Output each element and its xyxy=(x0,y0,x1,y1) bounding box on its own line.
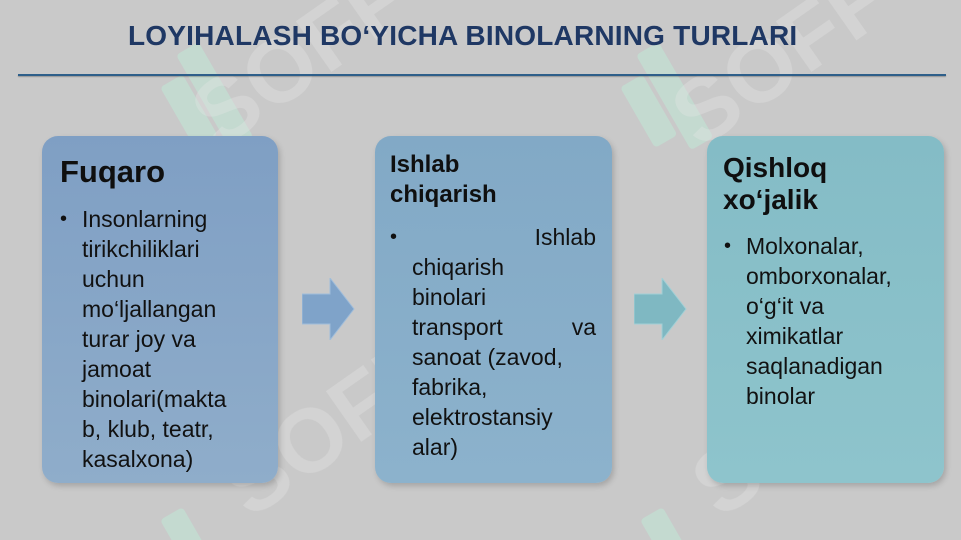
bullet-line: b, klub, teatr, xyxy=(82,416,214,442)
page-title: LOYIHALASH BO‘YICHA BINOLARNING TURLARI xyxy=(128,20,798,51)
bullet-line: binolari(makta xyxy=(82,386,227,412)
bullet-line: binolar xyxy=(746,383,816,409)
card-heading-line: Ishlab xyxy=(390,151,460,178)
bullet-line: alar) xyxy=(412,434,459,460)
bullet-line: sanoat (zavod, xyxy=(412,344,563,370)
card-heading-line: xo‘jalik xyxy=(723,184,818,215)
bullet-icon: • xyxy=(390,226,398,248)
bullet-icon: • xyxy=(60,208,68,230)
bullet-line: omborxonalar, xyxy=(746,263,892,289)
bullet-line: uchun xyxy=(82,266,145,292)
bullet-line: turar joy va xyxy=(82,326,196,352)
arrow-right-icon xyxy=(302,278,355,340)
card-heading: Fuqaro xyxy=(60,154,166,189)
bullet-item: • Ishlab chiqarish binolari transport va… xyxy=(390,222,596,462)
bullet-line: Ishlab xyxy=(534,224,596,250)
bullet-item: • Molxonalar, omborxonalar, o‘g‘it va xi… xyxy=(724,231,936,411)
bullet-line: kasalxona) xyxy=(82,446,194,472)
bullet-line: transport va xyxy=(412,314,596,340)
bullet-line: tirikchiliklari xyxy=(82,236,200,262)
card-ishlab-chiqarish: Ishlab chiqarish • Ishlab chiqarish bino… xyxy=(375,136,612,483)
card-heading-line: Qishloq xyxy=(723,152,828,183)
card-qishloq-xojalik: Qishloq xo‘jalik • Molxonalar, omborxona… xyxy=(707,136,944,483)
bullet-line: o‘g‘it va xyxy=(746,293,824,319)
bullet-line: jamoat xyxy=(82,356,152,382)
title-divider xyxy=(18,74,946,76)
card-fuqaro: Fuqaro • Insonlarning tirikchiliklari uc… xyxy=(42,136,278,483)
card-heading-line: chiqarish xyxy=(390,181,497,208)
card-heading: Qishloq xo‘jalik xyxy=(723,152,933,216)
card-bullet-list: • Ishlab chiqarish binolari transport va… xyxy=(390,222,596,462)
card-heading: Ishlab chiqarish xyxy=(390,150,590,210)
bullet-line: ximikatlar xyxy=(746,323,844,349)
bullet-line: binolari xyxy=(412,284,487,310)
bullet-line: fabrika, xyxy=(412,374,488,400)
bullet-item: • Insonlarning tirikchiliklari uchun mo‘… xyxy=(60,204,262,474)
bullet-line: elektrostansiy xyxy=(412,404,553,430)
bullet-line: saqlanadigan xyxy=(746,353,883,379)
bullet-line: mo‘ljallangan xyxy=(82,296,217,322)
bullet-line: Molxonalar, xyxy=(746,233,864,259)
bullet-icon: • xyxy=(724,235,732,257)
arrow-right-icon xyxy=(634,278,687,340)
bullet-line: chiqarish xyxy=(412,254,505,280)
card-bullet-list: • Molxonalar, omborxonalar, o‘g‘it va xi… xyxy=(724,231,936,411)
bullet-line: Insonlarning xyxy=(82,206,208,232)
card-bullet-list: • Insonlarning tirikchiliklari uchun mo‘… xyxy=(60,204,262,474)
